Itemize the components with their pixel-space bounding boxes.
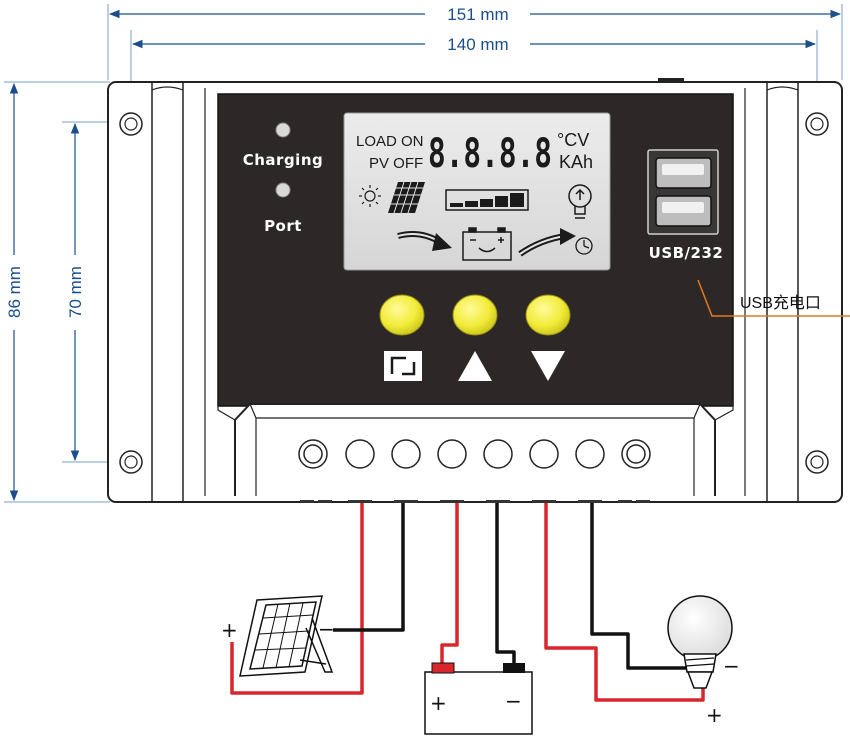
- down-arrow-icon: [531, 351, 565, 381]
- mounting-hole-bottom-right: [805, 450, 829, 474]
- battery-icon: [424, 662, 533, 735]
- battery-face-icon: [462, 227, 512, 261]
- solar-plus-label: +: [221, 618, 238, 642]
- overall-height-label: 86 mm: [5, 266, 24, 318]
- lcd-load-status: LOAD ON: [356, 133, 424, 150]
- mount-width-label: 140 mm: [447, 35, 508, 54]
- terminal-screws: [298, 439, 651, 469]
- up-arrow-icon: [458, 351, 492, 381]
- load-plus-label: +: [706, 703, 723, 727]
- lcd-unit-bottom: KAh: [559, 152, 593, 172]
- mounting-hole-top-left: [119, 112, 143, 136]
- port-label: Port: [264, 217, 302, 235]
- mounting-hole-bottom-left: [119, 450, 143, 474]
- overall-width-label: 151 mm: [447, 5, 508, 24]
- solar-minus-label: −: [318, 617, 335, 641]
- terminal-block: [217, 400, 734, 496]
- battery-wires: [440, 503, 516, 663]
- flow-arrow-right-icon: [518, 228, 576, 257]
- dimension-mount-height: 70 mm: [62, 121, 112, 463]
- usb-callout-label: USB充电口: [740, 294, 821, 312]
- battery-minus-label: −: [505, 689, 522, 713]
- light-bulb-icon: [568, 184, 592, 219]
- light-bulb-load-icon: [667, 595, 733, 689]
- usb-label: USB/232: [649, 244, 724, 262]
- dimension-overall-height: 86 mm: [4, 81, 110, 503]
- lcd-pv-status: PV OFF: [369, 155, 423, 172]
- lcd-unit-top: °CV: [557, 130, 589, 150]
- solar-panel-icon: [388, 181, 425, 214]
- terminal-markers: [300, 500, 650, 503]
- flow-arrow-left-icon: [397, 231, 452, 251]
- menu-symbol-icon: [384, 351, 422, 381]
- down-button[interactable]: [525, 294, 571, 336]
- clock-icon: [575, 237, 593, 255]
- battery-plus-label: +: [430, 691, 447, 715]
- solar-wires: [230, 503, 405, 695]
- usb-port: [647, 149, 719, 235]
- charging-led: [275, 122, 291, 138]
- dimension-overall-width: 151 mm: [107, 4, 843, 80]
- mount-height-label: 70 mm: [66, 266, 85, 318]
- load-minus-label: −: [723, 654, 740, 678]
- dimension-mount-width: 140 mm: [130, 30, 818, 110]
- port-led: [275, 182, 291, 198]
- solar-panel-icon: [239, 595, 334, 677]
- lcd-digits: 8.8.8.8: [428, 131, 552, 177]
- menu-button[interactable]: [379, 294, 425, 336]
- lcd-display: LOAD ON PV OFF 8.8.8.8 °CV KAh: [343, 112, 611, 271]
- load-wires: [544, 503, 705, 702]
- charging-label: Charging: [243, 151, 324, 169]
- up-button[interactable]: [452, 294, 498, 336]
- battery-level-icon: [445, 189, 529, 211]
- usb-callout-line: [697, 279, 850, 317]
- sun-icon: [359, 185, 381, 207]
- mounting-hole-top-right: [805, 112, 829, 136]
